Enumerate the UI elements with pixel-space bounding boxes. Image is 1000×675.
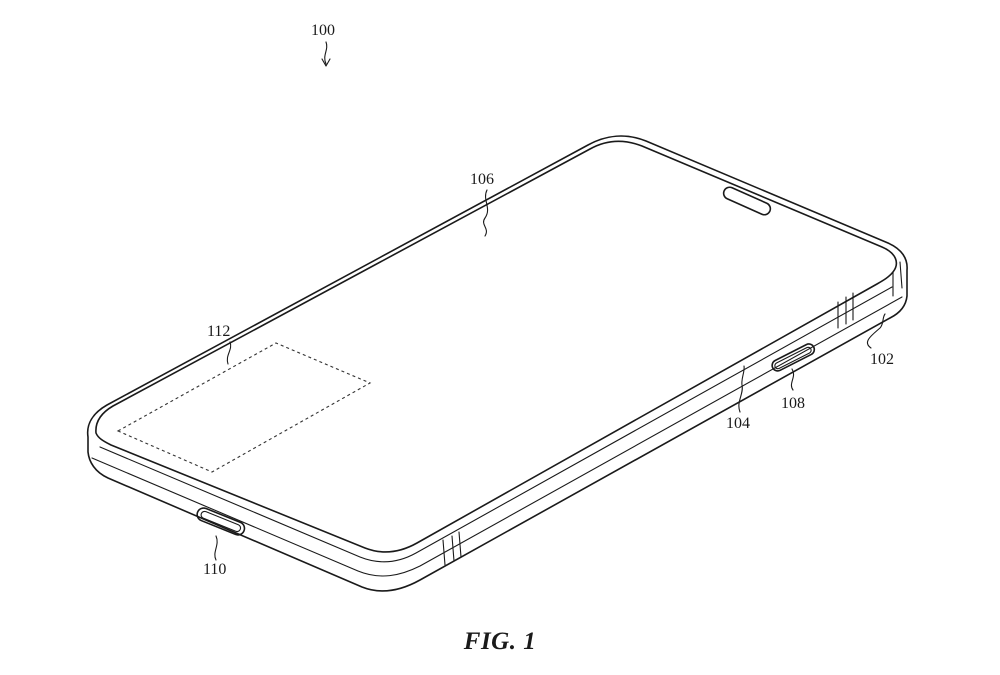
reference-numerals: 100 106 112 102 108 104 110 bbox=[203, 22, 894, 578]
device-housing bbox=[86, 135, 908, 592]
end-wall-edge-2 bbox=[899, 261, 903, 289]
earpiece-slot bbox=[722, 186, 772, 216]
leader-100-arrowhead bbox=[321, 58, 331, 67]
housing-outline bbox=[86, 135, 908, 592]
region-112-dashed bbox=[116, 342, 372, 473]
side-button bbox=[771, 343, 816, 372]
label-104: 104 bbox=[726, 415, 750, 432]
figure-caption: FIG. 1 bbox=[463, 628, 537, 655]
sidewall-lower-line bbox=[91, 296, 903, 577]
label-110: 110 bbox=[203, 561, 226, 578]
leader-108 bbox=[790, 368, 795, 391]
label-100: 100 bbox=[311, 22, 335, 39]
label-106: 106 bbox=[470, 171, 494, 188]
antenna-split-bottom-a bbox=[442, 539, 446, 566]
sidewall-band-line bbox=[99, 286, 893, 563]
label-108: 108 bbox=[781, 395, 805, 412]
antenna-split-bottom-b bbox=[451, 535, 455, 562]
leader-110 bbox=[214, 535, 218, 561]
leader-104 bbox=[738, 365, 745, 413]
leader-106 bbox=[483, 189, 489, 237]
label-112: 112 bbox=[207, 323, 230, 340]
label-102: 102 bbox=[870, 351, 894, 368]
leader-lines bbox=[214, 41, 886, 561]
bottom-port bbox=[196, 507, 246, 536]
leader-102 bbox=[866, 313, 886, 349]
antenna-split-bottom-c bbox=[458, 531, 462, 558]
leader-112 bbox=[226, 341, 232, 365]
leader-100 bbox=[324, 41, 328, 65]
